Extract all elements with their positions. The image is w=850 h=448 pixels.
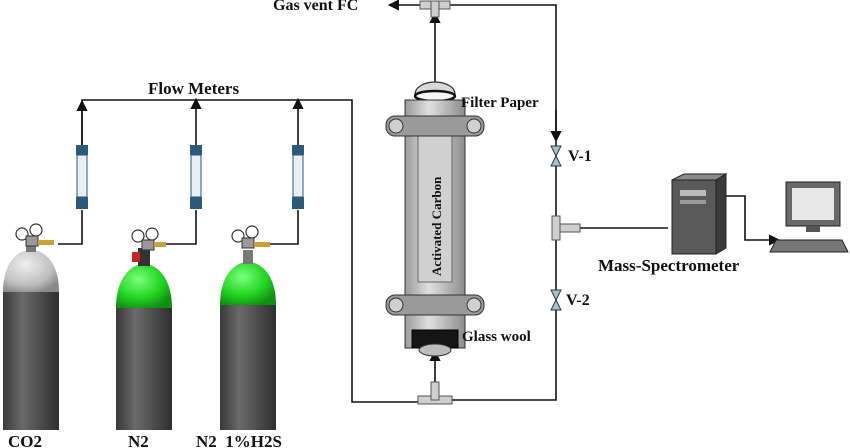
activated-carbon-label: Activated Carbon [429,176,444,276]
flow-meters-label: Flow Meters [148,79,239,98]
tee-fittings [417,0,581,405]
cylinder-n2-label: N2 [128,432,149,448]
cylinder-mix-label: N2_1%H2S [196,432,282,448]
spec-to-computer [715,195,781,246]
filter-paper-label: Filter Paper [461,95,539,111]
mix-to-fm [268,210,299,245]
bypass-loop [450,4,557,401]
valve-2-label: V-2 [566,292,590,309]
mass-spectrometer-icon [671,173,728,255]
glass-wool-label: Glass wool [462,329,531,345]
valve-1-label: V-1 [568,148,592,165]
clamp-top [385,115,485,137]
co2-to-fm [58,210,83,245]
pressure-regulator-icon [15,223,270,251]
gas-vent-label: Gas vent FC [273,0,358,14]
cylinder-co2 [3,242,59,430]
valve-icon [550,145,562,311]
cylinder-co2-label: CO2 [8,432,42,448]
adsorption-column [385,81,485,357]
clamp-bottom [385,294,485,316]
mass-spectrometer-label: Mass-Spectrometer [598,256,740,275]
n2-to-fm [163,210,197,245]
computer-icon [769,181,849,253]
carbon-bed [417,133,453,283]
cylinder-n2 [116,248,172,430]
cylinder-n2-h2s [220,250,276,430]
flow-meter-icon [76,145,304,209]
